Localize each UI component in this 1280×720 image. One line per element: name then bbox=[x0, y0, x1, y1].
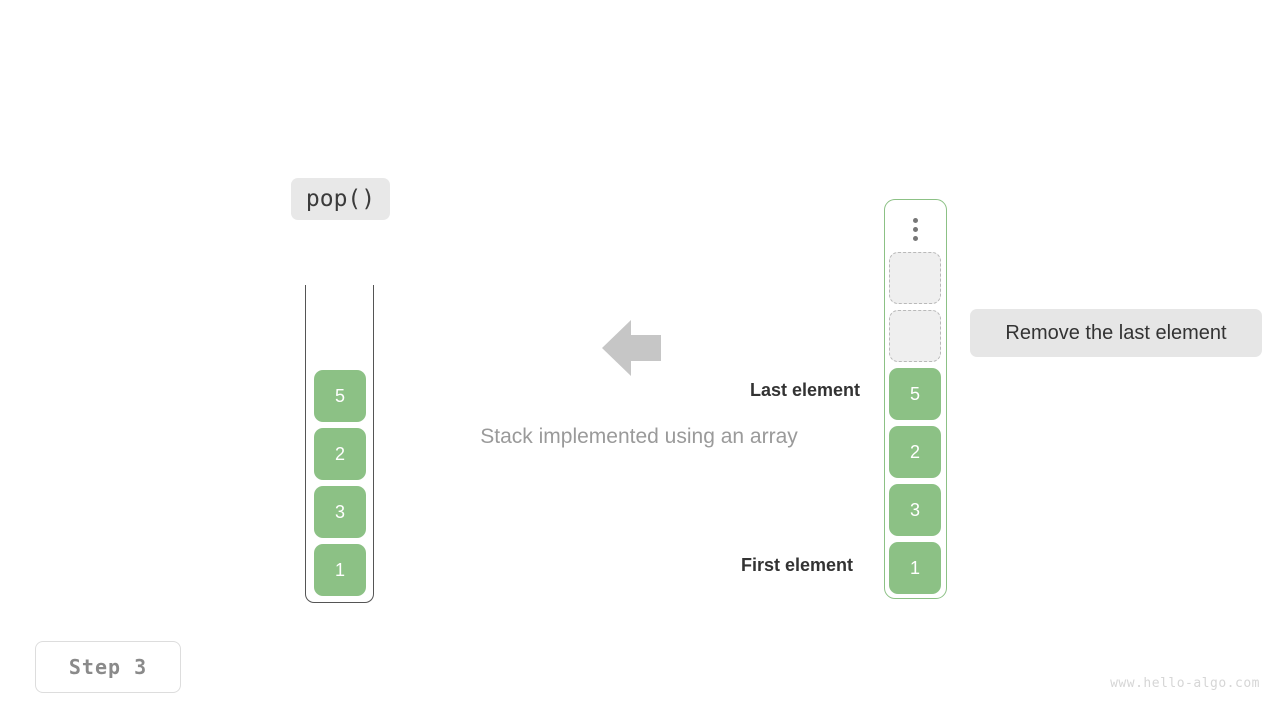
stack-element: 5 bbox=[314, 370, 366, 422]
stack-element: 3 bbox=[314, 486, 366, 538]
ellipsis-dot bbox=[913, 217, 918, 223]
array-element-value: 2 bbox=[909, 441, 920, 462]
array-element-value: 5 bbox=[909, 383, 920, 404]
diagram-caption-text: Stack implemented using an array bbox=[480, 425, 798, 448]
stack-element-value: 2 bbox=[334, 443, 345, 464]
stack-element-value: 1 bbox=[334, 559, 345, 580]
watermark: www.hello-algo.com bbox=[1110, 676, 1260, 691]
stack-element-value: 5 bbox=[334, 385, 345, 406]
right-array-container: 5 2 3 1 bbox=[884, 199, 947, 599]
array-slot-empty bbox=[889, 310, 941, 362]
stack-element-value: 3 bbox=[334, 501, 345, 522]
operation-label: pop() bbox=[291, 178, 390, 220]
array-element-value: 3 bbox=[909, 499, 920, 520]
right-array-items: 5 2 3 1 bbox=[889, 252, 941, 594]
step-badge: Step 3 bbox=[35, 641, 181, 693]
stack-element: 2 bbox=[314, 428, 366, 480]
array-element-value: 1 bbox=[909, 557, 920, 578]
left-stack-container: 5 2 3 1 bbox=[305, 285, 374, 603]
array-element: 1 bbox=[889, 542, 941, 594]
array-element: 5 bbox=[889, 368, 941, 420]
operation-label-text: pop() bbox=[305, 186, 376, 212]
hint-box: Remove the last element bbox=[970, 309, 1262, 357]
annotation-first-element: First element bbox=[740, 555, 853, 575]
array-slot-empty bbox=[889, 252, 941, 304]
annotation-last-element: Last element bbox=[749, 380, 860, 400]
left-stack-frame bbox=[305, 285, 374, 603]
ellipsis-dot bbox=[913, 235, 918, 241]
step-badge-label: Step 3 bbox=[68, 655, 148, 679]
array-element: 2 bbox=[889, 426, 941, 478]
left-stack-items: 5 2 3 1 bbox=[314, 370, 366, 596]
array-element: 3 bbox=[889, 484, 941, 536]
arrow-left-icon bbox=[602, 319, 661, 377]
ellipsis-vertical-icon bbox=[885, 211, 946, 247]
hint-text: Remove the last element bbox=[1005, 321, 1227, 344]
diagram-caption: Stack implemented using an array bbox=[0, 425, 1280, 449]
ellipsis-dot bbox=[913, 226, 918, 232]
stack-element: 1 bbox=[314, 544, 366, 596]
